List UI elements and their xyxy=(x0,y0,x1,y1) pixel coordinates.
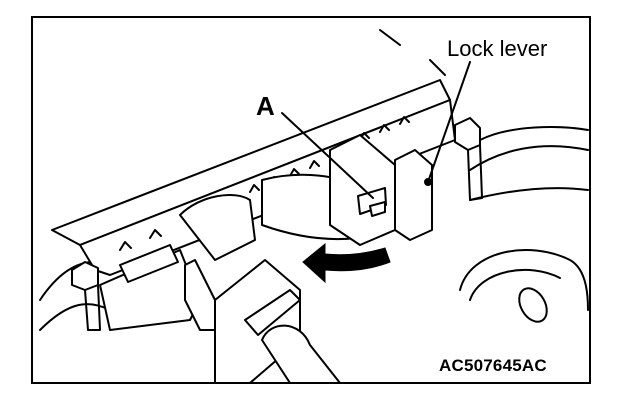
bottom-cable xyxy=(261,324,341,384)
cable-block xyxy=(179,194,256,261)
right-clip-stem xyxy=(467,144,483,201)
leader-line-lock-lever xyxy=(427,61,471,183)
grommet-hole xyxy=(518,287,548,323)
curved-arrow-left-icon xyxy=(302,242,391,284)
lock-lever-label: Lock lever xyxy=(447,36,548,61)
grommet-inner xyxy=(469,268,561,301)
body-edge-line-2 xyxy=(429,59,446,76)
left-clip-stem xyxy=(84,284,101,331)
harness-bundle-right-3 xyxy=(479,126,589,141)
lock-lever xyxy=(394,149,433,241)
connector-part-a-latch xyxy=(369,201,386,217)
grommet-outer xyxy=(459,249,589,311)
body-edge-line xyxy=(379,29,401,46)
part-a-label: A xyxy=(256,91,275,121)
bottom-connector-face xyxy=(244,289,301,336)
lower-connector-slot xyxy=(119,244,179,283)
leader-line-a xyxy=(281,112,374,199)
figure-code-label: AC507645AC xyxy=(439,356,547,375)
